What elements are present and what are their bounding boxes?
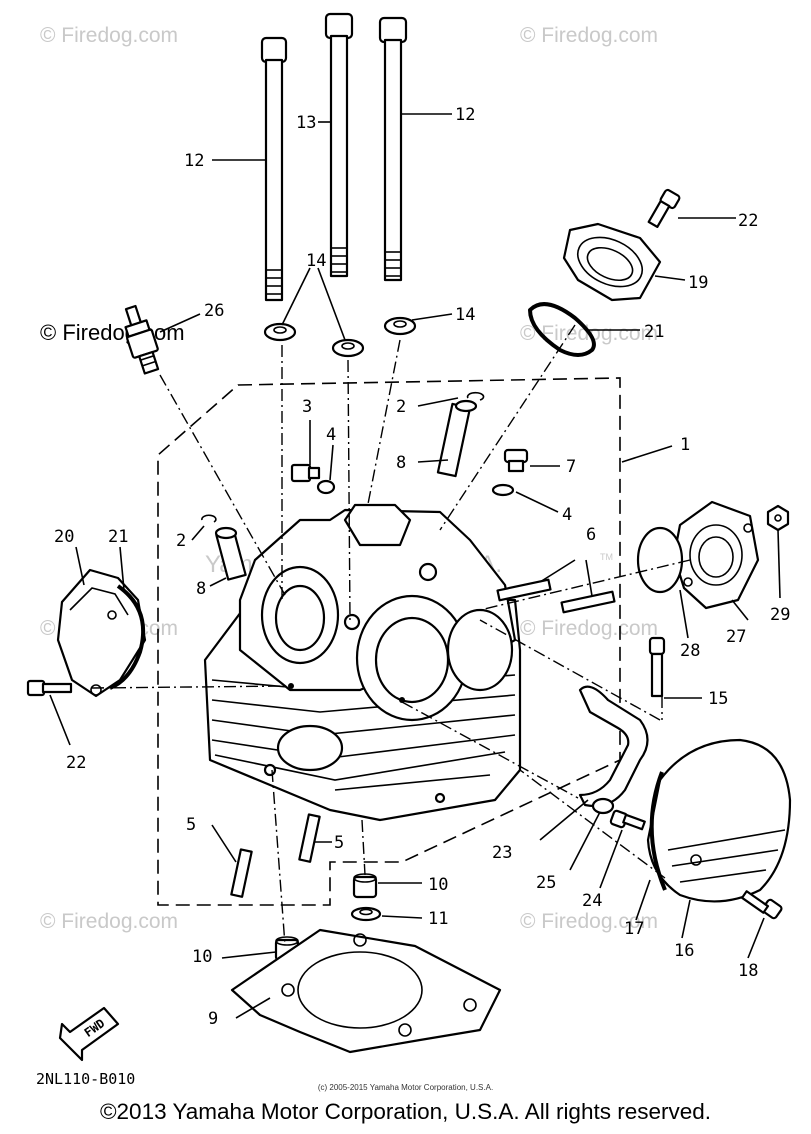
callout-1: 1	[680, 435, 690, 455]
callout-10: 10	[428, 875, 448, 895]
tappet-cover-16	[646, 738, 792, 903]
bolt-18	[740, 890, 783, 920]
bolt-22-top	[647, 188, 681, 228]
watermark: TM	[600, 552, 613, 562]
washer-4-left	[316, 479, 336, 495]
tappet-cover-gasket-17	[649, 771, 667, 891]
intake-flange-19	[562, 222, 662, 302]
diagram-code: 2NL110-B010	[36, 1070, 135, 1088]
circlip-2-a	[466, 391, 485, 401]
callout-15: 15	[708, 689, 728, 709]
callout-2: 2	[176, 531, 186, 551]
copyright-notice: ©2013 Yamaha Motor Corporation, U.S.A. A…	[99, 1099, 712, 1124]
callout-8: 8	[396, 453, 406, 473]
watermark: © Firedog.com	[40, 910, 178, 933]
callout-labels: 12 13 12 14 14 26 22 19 21 1 2 8 7 4 3 4…	[54, 105, 790, 1029]
washer-14-a	[263, 322, 297, 342]
spark-plug	[124, 304, 160, 375]
nut-29	[766, 504, 790, 532]
clamp-25	[591, 797, 615, 815]
watermark: © Firedog.com	[520, 910, 658, 933]
assembly-outline	[157, 377, 621, 906]
callout-2: 2	[396, 397, 406, 417]
callout-16: 16	[674, 941, 694, 961]
plug-screw-3	[290, 463, 321, 483]
callout-14: 14	[455, 305, 475, 325]
callout-27: 27	[726, 627, 746, 647]
callout-17: 17	[624, 919, 644, 939]
washer-14-b	[331, 338, 365, 358]
bolt-22-left	[26, 679, 73, 697]
callout-4: 4	[326, 425, 336, 445]
forward-arrow: FWD	[58, 1006, 120, 1062]
leader-lines	[49, 113, 781, 1019]
callout-4: 4	[562, 505, 572, 525]
callout-22: 22	[66, 753, 86, 773]
callout-22: 22	[738, 211, 758, 231]
callout-12: 12	[184, 151, 204, 171]
stud-bolt-5-mid	[298, 813, 321, 863]
dowel-pin-10-right	[352, 873, 378, 899]
stud-bolt-5-left	[230, 848, 253, 898]
intake-joint-27	[672, 500, 760, 610]
tappet-cover-20	[56, 568, 147, 698]
callout-5: 5	[186, 815, 196, 835]
stud-bolts-6	[496, 578, 616, 614]
callout-19: 19	[688, 273, 708, 293]
valve-guide-8-top	[436, 399, 478, 478]
washer-4-right	[491, 483, 515, 497]
callout-7: 7	[566, 457, 576, 477]
callout-12: 12	[455, 105, 475, 125]
o-ring-11	[350, 906, 382, 922]
callout-26: 26	[204, 301, 224, 321]
callout-20: 20	[54, 527, 74, 547]
cylinder-head	[203, 503, 522, 822]
callout-24: 24	[582, 891, 602, 911]
bolt-24	[609, 809, 646, 831]
callout-3: 3	[302, 397, 312, 417]
head-bolt-12-right	[378, 16, 408, 282]
o-ring-28	[636, 526, 684, 594]
callout-18: 18	[738, 961, 758, 981]
valve-guide-8-left	[214, 526, 247, 581]
callout-9: 9	[208, 1009, 218, 1029]
circlip-2-b	[201, 514, 217, 523]
head-bolt-12-left	[260, 36, 288, 302]
washer-14-c	[383, 316, 417, 336]
intake-gasket-21-top	[528, 302, 596, 357]
callout-25: 25	[536, 873, 556, 893]
head-gasket	[230, 928, 502, 1054]
watermark: © Firedog.com	[520, 617, 658, 640]
bolt-15	[648, 636, 666, 698]
callout-8: 8	[196, 579, 206, 599]
head-bolt-13	[324, 12, 354, 278]
watermark: © Firedog.com	[40, 24, 178, 47]
callout-29: 29	[770, 605, 790, 625]
watermark: © Firedog.com	[40, 320, 185, 345]
callout-13: 13	[296, 113, 316, 133]
small-copyright: (c) 2005-2015 Yamaha Motor Corporation, …	[317, 1083, 494, 1092]
watermark: © Firedog.com	[520, 24, 658, 47]
callout-6: 6	[586, 525, 596, 545]
callout-10: 10	[192, 947, 212, 967]
callout-23: 23	[492, 843, 512, 863]
plug-screw-7	[503, 448, 529, 473]
callout-14: 14	[306, 251, 326, 271]
callout-21: 21	[644, 322, 664, 342]
callout-21: 21	[108, 527, 128, 547]
breather-pipe-23	[578, 685, 649, 808]
callout-28: 28	[680, 641, 700, 661]
tappet-cover-gasket-21-left	[109, 584, 146, 690]
callout-5: 5	[334, 833, 344, 853]
callout-11: 11	[428, 909, 448, 929]
